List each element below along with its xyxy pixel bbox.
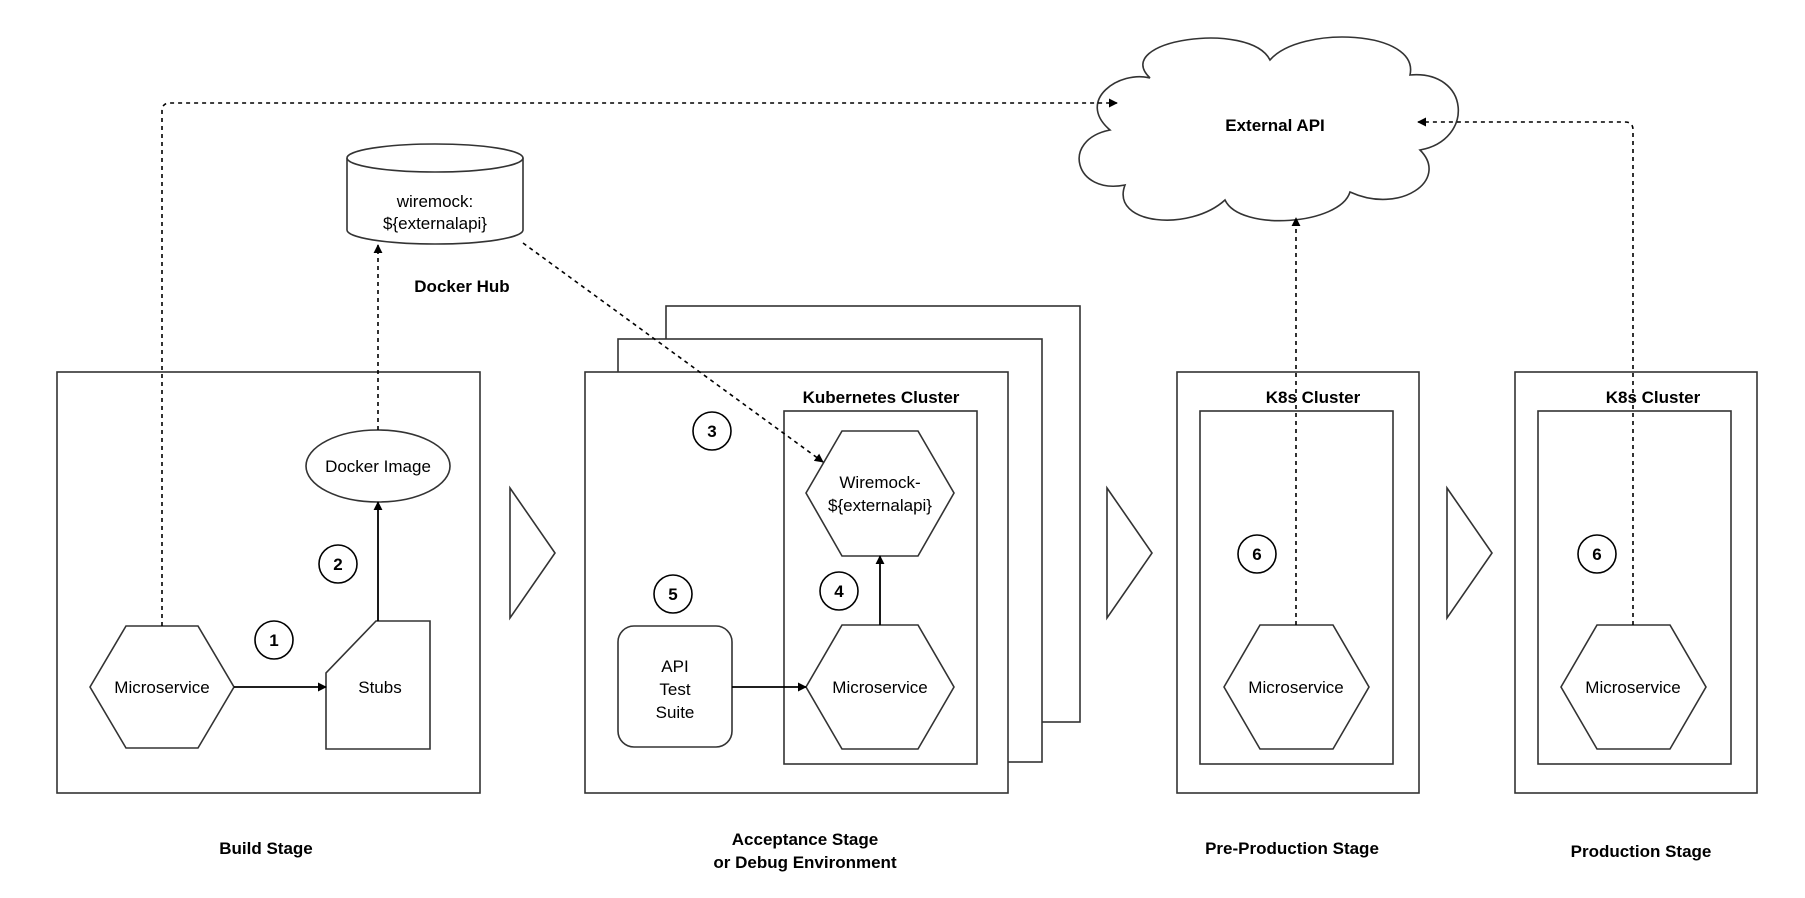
prod-cluster-label: K8s Cluster (1606, 388, 1701, 407)
build-microservice-label: Microservice (114, 678, 209, 697)
stage-label-prod: Production Stage (1571, 842, 1712, 861)
kubernetes-cluster-label: Kubernetes Cluster (803, 388, 960, 407)
stubs-label: Stubs (358, 678, 401, 697)
external-api-label: External API (1225, 116, 1325, 135)
prod-microservice-label: Microservice (1585, 678, 1680, 697)
stage-label-build: Build Stage (219, 839, 313, 858)
svg-text:2: 2 (333, 555, 342, 574)
prod-microservice-node: Microservice (1560, 624, 1707, 750)
step-badge-6-preprod: 6 (1237, 534, 1277, 574)
edge-prod-microservice-to-external-api (1417, 117, 1634, 625)
docker-hub-label: Docker Hub (414, 277, 509, 296)
svg-text:1: 1 (269, 631, 278, 650)
edge-hub-to-wiremock (522, 242, 824, 463)
preprod-cluster-label: K8s Cluster (1266, 388, 1361, 407)
docker-hub-database: wiremock: ${externalapi} (346, 143, 524, 245)
svg-text:3: 3 (707, 422, 716, 441)
stage-label-acceptance-line2: or Debug Environment (713, 853, 897, 872)
acceptance-microservice-node: Microservice (805, 624, 955, 750)
svg-text:6: 6 (1252, 545, 1261, 564)
build-microservice-node: Microservice (89, 625, 235, 749)
preprod-microservice-label: Microservice (1248, 678, 1343, 697)
wiremock-node: Wiremock- ${externalapi} (805, 430, 955, 557)
step-badge-1: 1 (254, 620, 294, 660)
api-test-suite-line1: API (661, 657, 688, 676)
api-test-suite-line2: Test (659, 680, 690, 699)
edge-build-microservice-to-external-api (161, 98, 1118, 626)
docker-hub-db-line2: ${externalapi} (383, 214, 487, 233)
stage-arrow-preprod-to-prod (1446, 485, 1493, 621)
preprod-microservice-node: Microservice (1223, 624, 1370, 750)
stubs-node: Stubs (325, 620, 431, 750)
acceptance-microservice-label: Microservice (832, 678, 927, 697)
stage-label-preprod: Pre-Production Stage (1205, 839, 1379, 858)
api-test-suite-node: API Test Suite (617, 625, 733, 748)
step-badge-6-prod: 6 (1577, 534, 1617, 574)
step-badge-2: 2 (318, 544, 358, 584)
docker-hub-db-line1: wiremock: (396, 192, 474, 211)
stage-arrow-build-to-acceptance (509, 485, 556, 621)
stage-label-acceptance-line1: Acceptance Stage (732, 830, 878, 849)
svg-text:6: 6 (1592, 545, 1601, 564)
wiremock-label-line1: Wiremock- (839, 473, 920, 492)
svg-text:4: 4 (834, 582, 844, 601)
step-badge-3: 3 (692, 411, 732, 451)
docker-image-node: Docker Image (305, 429, 451, 503)
wiremock-label-line2: ${externalapi} (828, 496, 932, 515)
docker-image-label: Docker Image (325, 457, 431, 476)
svg-text:5: 5 (668, 585, 677, 604)
step-badge-5: 5 (653, 574, 693, 614)
stage-arrow-acceptance-to-preprod (1106, 485, 1153, 621)
step-badge-4: 4 (819, 571, 859, 611)
external-api-cloud: External API (1078, 36, 1459, 222)
api-test-suite-line3: Suite (656, 703, 695, 722)
